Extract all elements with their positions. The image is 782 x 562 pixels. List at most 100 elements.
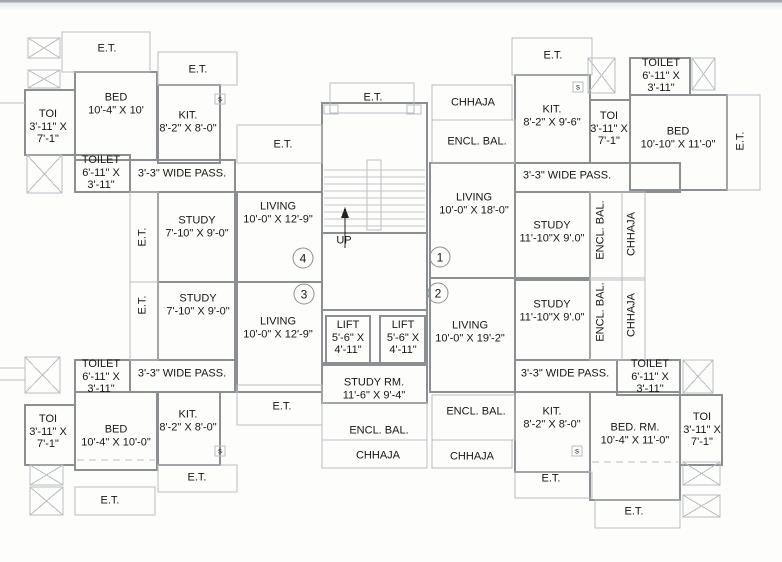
room-name: KIT. bbox=[542, 103, 562, 116]
room-label-lift-1: LIFT 5'-6" X 4'-11" bbox=[324, 319, 372, 357]
room-dims: 3'-11" X 7'-1" bbox=[29, 425, 67, 451]
room-label-toilet-top-right: TOILET 6'-11" X 3'-11" bbox=[628, 57, 694, 95]
room-dims: 11'-10"X 9'.0" bbox=[519, 311, 585, 323]
room-dims: 3'-11" X 7'-1" bbox=[590, 122, 628, 148]
room-dims: 6'-11" X 3'-11" bbox=[82, 370, 120, 396]
room-name: STUDY bbox=[533, 298, 571, 311]
room-dims: 8'-2" X 9'-6" bbox=[523, 116, 581, 128]
room-label-lift-2: LIFT 5'-6" X 4'-11" bbox=[379, 319, 427, 357]
room-name: LIVING bbox=[455, 191, 493, 204]
room-name: TOI bbox=[38, 413, 58, 426]
room-dims: 6'-11" X 3'-11" bbox=[631, 370, 669, 396]
et-label-bottom-right-kit: E.T. bbox=[541, 472, 561, 485]
room-name: LIFT bbox=[336, 319, 360, 332]
room-dims: 3'-11" X 7'-1" bbox=[683, 423, 721, 449]
enclosed-balcony-label-bottom-center: ENCL. BAL. bbox=[349, 424, 409, 437]
room-name: STUDY bbox=[178, 214, 216, 227]
flat-number-circle-4: 4 bbox=[292, 247, 314, 269]
room-dims: 10'-0" X 12'-9" bbox=[243, 213, 313, 225]
enclosed-balcony-label-bottom-right: ENCL. BAL. bbox=[446, 405, 506, 418]
et-label-top-left-side: E.T. bbox=[136, 227, 149, 247]
room-name: BED bbox=[104, 423, 128, 436]
room-dims: 10'-4" X 11'-0" bbox=[600, 434, 670, 446]
sink-marker-top-left: s bbox=[218, 94, 222, 104]
room-dims: 3'-11" X 7'-1" bbox=[29, 120, 67, 146]
room-name: KIT. bbox=[542, 405, 562, 418]
chhaja-label-bottom-right-wing: CHHAJA bbox=[625, 292, 638, 338]
room-name: BED. RM. bbox=[610, 421, 660, 434]
room-dims: 6'-11" X 3'-11" bbox=[82, 166, 120, 192]
room-name: STUDY bbox=[179, 292, 217, 305]
et-label-top-left-bed: E.T. bbox=[97, 42, 117, 55]
room-label-bed-top-left: BED 10'-4" X 10' bbox=[69, 91, 164, 116]
room-dims: 6'-11" X 3'-11" bbox=[642, 69, 680, 95]
et-label-bottom-left-kit: E.T. bbox=[187, 471, 207, 484]
room-label-living-top-right: LIVING 10'-0" X 18'-0" bbox=[425, 191, 523, 216]
room-label-bed-bottom-right: BED. RM. 10'-4" X 11'-0" bbox=[584, 421, 686, 446]
room-name: TOI bbox=[599, 110, 619, 123]
et-label-top-right-side: E.T. bbox=[734, 131, 747, 151]
room-dims: 8'-2" X 8'-0" bbox=[523, 418, 581, 430]
room-name: TOI bbox=[38, 108, 58, 121]
room-name: LIVING bbox=[259, 200, 297, 213]
room-dims: 11'-10"X 9'.0" bbox=[519, 232, 585, 244]
room-name: STUDY bbox=[533, 219, 571, 232]
et-label-core-bottom: E.T. bbox=[272, 400, 292, 413]
room-dims: 10'-0" X 19'-2" bbox=[435, 332, 505, 344]
room-label-toilet-top-left: TOILET 6'-11" X 3'-11" bbox=[69, 154, 133, 192]
room-label-kitchen-top-right: KIT. 8'-2" X 9'-6" bbox=[507, 103, 597, 128]
enclosed-balcony-label-bottom-right-wing: ENCL. BAL. bbox=[594, 282, 607, 342]
room-name: TOI bbox=[692, 411, 712, 424]
chhaja-label-bottom-center: CHHAJA bbox=[355, 449, 401, 462]
room-dims: 10'-0" X 12'-9" bbox=[243, 328, 313, 340]
room-label-study-bottom-right: STUDY 11'-10"X 9'.0" bbox=[507, 298, 597, 323]
room-dims: 8'-2" X 8'-0" bbox=[159, 122, 217, 134]
room-label-living-bottom-left: LIVING 10'-0" X 12'-9" bbox=[231, 315, 326, 340]
room-dims: 10'-4" X 10'-0" bbox=[81, 436, 151, 448]
room-name: STUDY RM. bbox=[343, 376, 405, 389]
sink-marker-bottom-right: s bbox=[575, 446, 579, 456]
room-name: LIVING bbox=[259, 315, 297, 328]
flat-number-circle-2: 2 bbox=[427, 282, 449, 304]
room-label-toi-top-right: TOI 3'-11" X 7'-1" bbox=[589, 110, 629, 148]
chhaja-label-top-right: CHHAJA bbox=[625, 211, 638, 257]
room-label-toi-bottom-left: TOI 3'-11" X 7'-1" bbox=[28, 413, 68, 451]
enclosed-balcony-label-top: ENCL. BAL. bbox=[447, 135, 507, 148]
room-label-living-top-left: LIVING 10'-0" X 12'-9" bbox=[231, 200, 326, 225]
et-label-top-left-kit: E.T. bbox=[188, 63, 208, 76]
room-label-toilet-bottom-right: TOILET 6'-11" X 3'-11" bbox=[617, 358, 683, 396]
et-label-top-right-kit: E.T. bbox=[543, 49, 563, 62]
room-dims: 7'-10" X 9'-0" bbox=[165, 227, 229, 239]
enclosed-balcony-label-top-right: ENCL. BAL. bbox=[594, 200, 607, 260]
room-name: LIVING bbox=[451, 319, 489, 332]
chhaja-label-bottom-right: CHHAJA bbox=[449, 450, 495, 463]
room-dims: 10'-0" X 18'-0" bbox=[439, 204, 509, 216]
room-label-study-room: STUDY RM. 11'-6" X 9'-4" bbox=[317, 376, 432, 401]
et-label-stairs-top: E.T. bbox=[363, 91, 383, 104]
room-label-kitchen-top-left: KIT. 8'-2" X 8'-0" bbox=[159, 109, 217, 134]
room-name: TOILET bbox=[630, 358, 670, 371]
room-name: BED bbox=[104, 91, 128, 104]
room-name: TOILET bbox=[81, 358, 121, 371]
room-label-bed-bottom-left: BED 10'-4" X 10'-0" bbox=[66, 423, 166, 448]
room-label-toi-top-left: TOI 3'-11" X 7'-1" bbox=[28, 108, 68, 146]
passage-label-top-right: 3'-3" WIDE PASS. bbox=[522, 169, 612, 182]
room-name: TOILET bbox=[641, 57, 681, 70]
room-label-kitchen-bottom-right: KIT. 8'-2" X 8'-0" bbox=[523, 405, 581, 430]
et-label-bottom-right-bed: E.T. bbox=[624, 505, 644, 518]
room-label-bed-top-right: BED 10'-10" X 11'-0" bbox=[627, 125, 729, 150]
room-label-kitchen-bottom-left: KIT. 8'-2" X 8'-0" bbox=[159, 408, 217, 433]
room-dims: 5'-6" X 4'-11" bbox=[386, 331, 420, 357]
room-name: LIFT bbox=[391, 319, 415, 332]
room-name: TOILET bbox=[81, 154, 121, 167]
room-name: BED bbox=[666, 125, 690, 138]
chhaja-label-top: CHHAJA bbox=[450, 96, 496, 109]
et-label-bottom-left-side: E.T. bbox=[136, 295, 149, 315]
room-name: KIT. bbox=[178, 109, 198, 122]
room-label-study-top-right: STUDY 11'-10"X 9'.0" bbox=[507, 219, 597, 244]
page-top-edge bbox=[0, 0, 782, 12]
room-dims: 10'-10" X 11'-0" bbox=[640, 138, 716, 150]
room-dims: 11'-6" X 9'-4" bbox=[342, 389, 406, 401]
